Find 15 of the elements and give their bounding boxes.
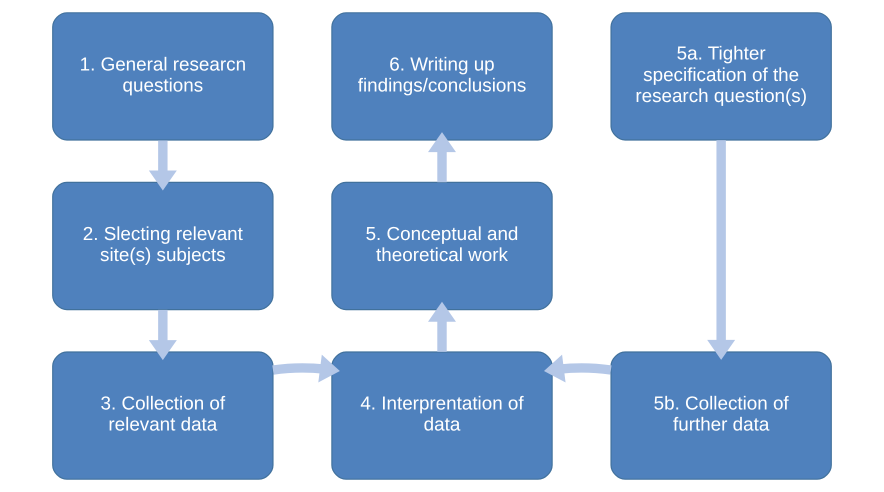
node-box: 2. Slecting relevant site(s) subjects <box>52 182 274 310</box>
arrow <box>428 302 456 352</box>
arrow <box>544 354 612 382</box>
node-box: 5. Conceptual and theoretical work <box>331 182 553 310</box>
node-box: 5b. Collection of further data <box>610 351 832 480</box>
arrow <box>148 140 177 190</box>
node-box: 6. Writing up findings/conclusions <box>331 12 553 141</box>
node-box: 3. Collection of relevant data <box>52 351 274 480</box>
node-box: 4. Interprentation of data <box>331 351 553 480</box>
node-box: 1. General researcn questions <box>52 12 274 141</box>
arrow <box>272 354 340 382</box>
arrow <box>707 140 736 360</box>
arrow <box>148 310 177 360</box>
node-box: 5a. Tighter specification of the research question(s) <box>610 12 832 141</box>
arrow <box>428 132 456 182</box>
